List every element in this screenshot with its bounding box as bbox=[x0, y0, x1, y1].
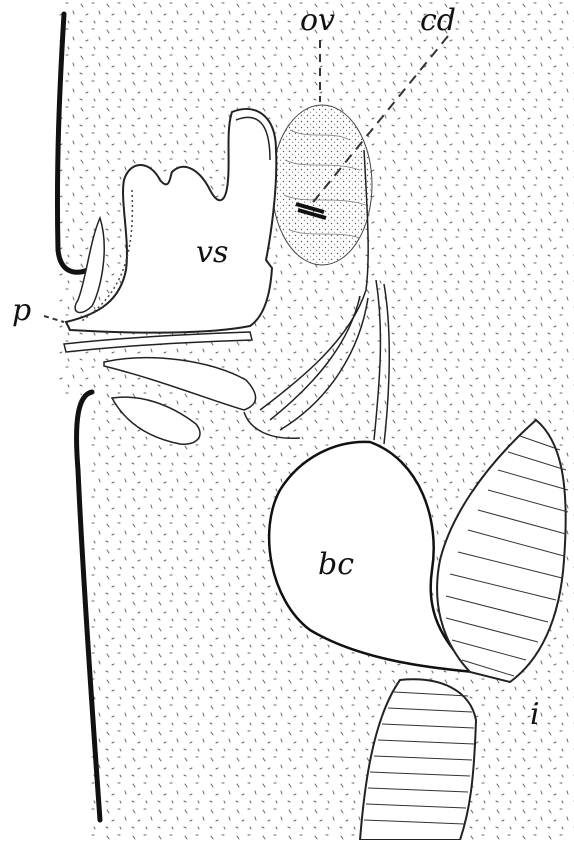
label-i: i bbox=[530, 700, 540, 730]
label-ov: ov bbox=[300, 6, 335, 36]
label-cd: cd bbox=[420, 6, 456, 36]
label-vs: vs bbox=[196, 238, 228, 268]
ovary bbox=[272, 105, 372, 265]
label-p: p bbox=[12, 296, 31, 326]
label-bc: bc bbox=[318, 550, 354, 580]
